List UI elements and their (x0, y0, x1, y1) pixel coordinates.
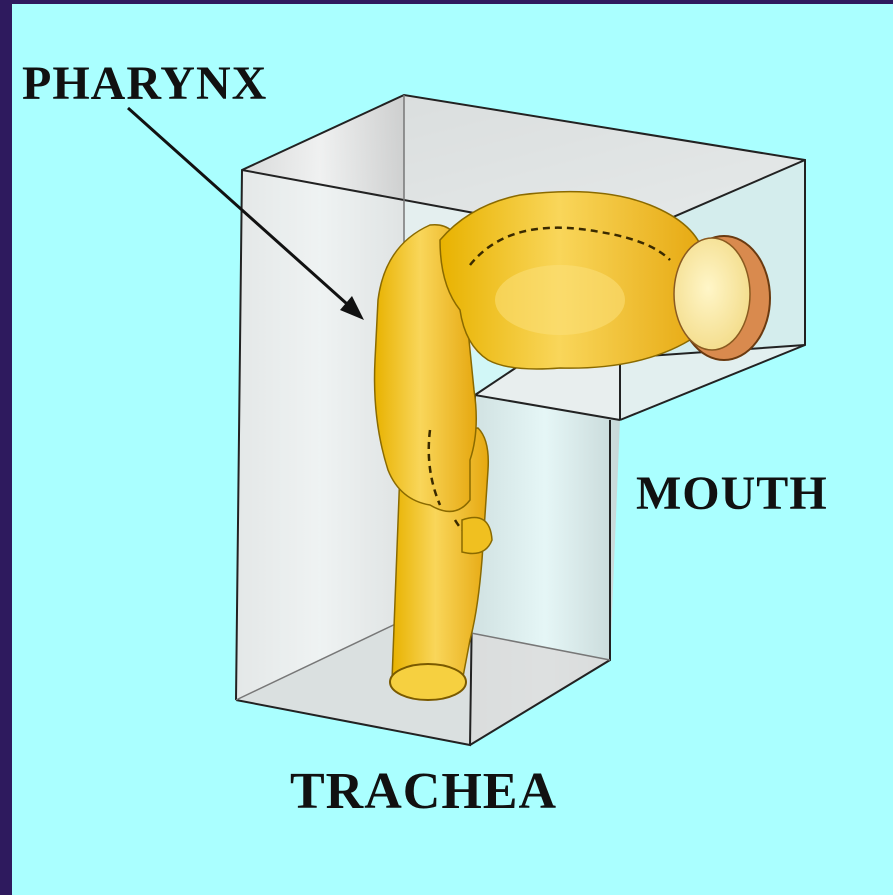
diagram-canvas: PHARYNX MOUTH TRACHEA (12, 4, 893, 895)
trachea-opening (390, 664, 466, 700)
mouth-label: MOUTH (636, 466, 828, 521)
epiglottis-lobe (462, 518, 492, 554)
trachea-label: TRACHEA (290, 762, 557, 821)
pharynx-label: PHARYNX (22, 56, 267, 111)
bounding-box (236, 95, 805, 745)
